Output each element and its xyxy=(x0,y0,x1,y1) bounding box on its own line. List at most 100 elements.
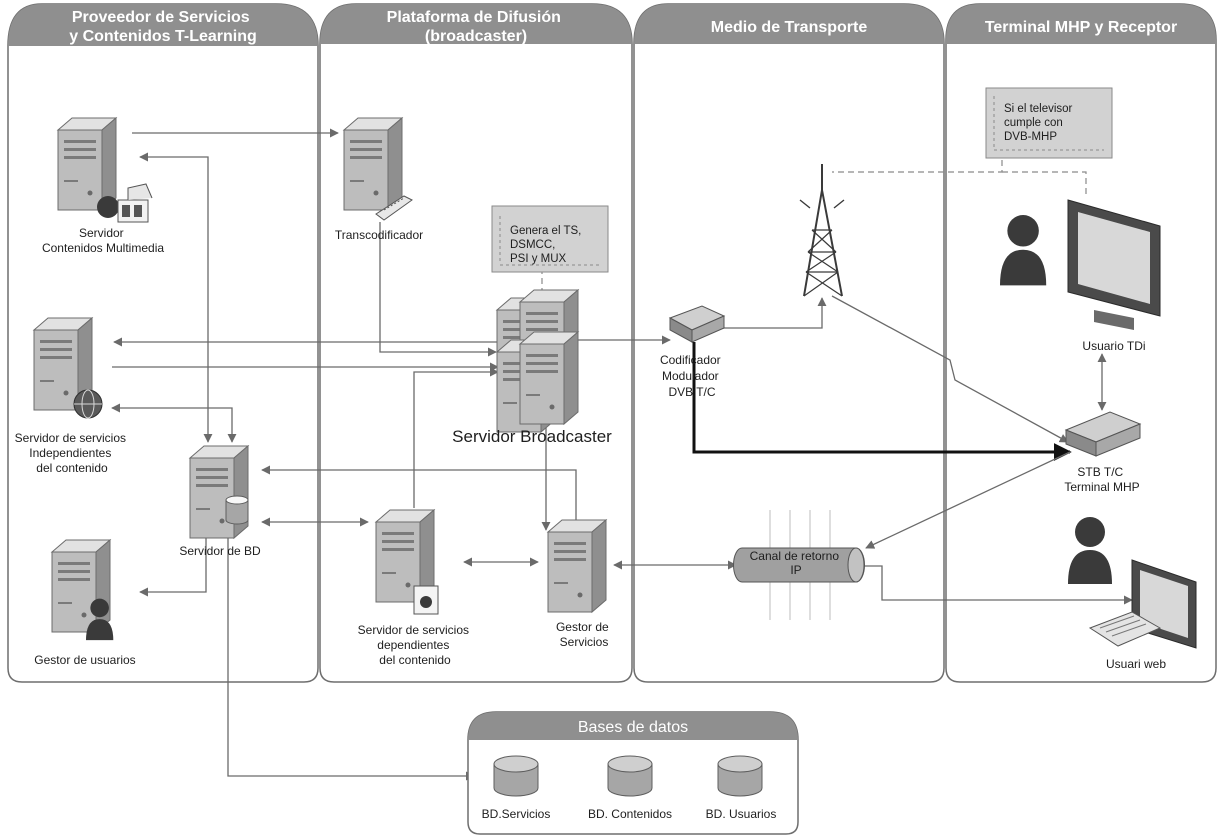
node-gestor-servicios: Gestor de Servicios xyxy=(547,519,612,649)
note-line: PSI y MUX xyxy=(510,253,567,265)
label-line: STB T/C xyxy=(1077,465,1123,479)
node-gestor-usuarios: Gestor de usuarios xyxy=(34,539,136,667)
conn-codificador-antena xyxy=(722,297,827,329)
label-line: del contenido xyxy=(379,653,451,667)
lane-terminal-title-line-1: Terminal MHP y Receptor xyxy=(985,19,1177,36)
set-top-box-icon xyxy=(1064,411,1142,457)
conn-note-televisor-b xyxy=(1002,171,1087,198)
note-line: Si el televisor xyxy=(1004,103,1073,115)
server-icon xyxy=(547,519,607,613)
node-servidor-servicios-dep: Servidor de servicios dependientes del c… xyxy=(358,509,473,667)
node-usuario-web-label: Usuari web xyxy=(1106,657,1166,671)
lane-medio-title-line-1: Medio de Transporte xyxy=(711,19,868,36)
label-line: dependientes xyxy=(377,638,449,652)
node-gestor-usuarios-label: Gestor de usuarios xyxy=(34,653,135,667)
node-transcodificador-label: Transcodificador xyxy=(335,228,423,242)
card-icon xyxy=(375,195,413,221)
label-line: Usuari web xyxy=(1106,657,1166,671)
multimedia-icon xyxy=(97,183,153,223)
conn-indep-bd xyxy=(111,403,237,443)
label-line: Canal de retorno xyxy=(750,549,840,563)
databases-panel: Bases de datos BD.Servicios BD. Contenid… xyxy=(467,711,799,835)
note-televisor-text: Si el televisor cumple con DVB-MHP xyxy=(1004,103,1076,143)
lane-plataforma-title-line-1: Plataforma de Difusión xyxy=(387,9,561,26)
note-line: cumple con xyxy=(1004,117,1063,129)
node-servidor-servicios-indep: Servidor de servicios Independientes del… xyxy=(15,317,130,475)
label-line: Codificador xyxy=(660,353,721,367)
label-line: DVB T/C xyxy=(668,385,715,399)
conn-codificador-stb xyxy=(692,342,1072,461)
conn-dep-broadcaster xyxy=(413,367,499,508)
label-line: Terminal MHP xyxy=(1064,480,1139,494)
lane-medio-title: Medio de Transporte xyxy=(711,19,868,36)
label-line: Servidor de servicios xyxy=(358,623,469,637)
conn-bd-gestor xyxy=(261,465,581,531)
label-line: Servidor xyxy=(79,226,124,240)
label-line: Contenidos Multimedia xyxy=(42,241,164,255)
node-servidor-servicios-indep-label: Servidor de servicios Independientes del… xyxy=(15,431,130,475)
database-icon xyxy=(493,755,539,797)
node-canal-retorno: Canal de retorno IP xyxy=(733,510,865,620)
databases-title: Bases de datos xyxy=(578,719,688,736)
note-line: DVB-MHP xyxy=(1004,131,1057,143)
lane-plataforma-title-line-2: (broadcaster) xyxy=(425,28,527,45)
conn-stb-canal xyxy=(865,451,1071,549)
db-contenidos-label: BD. Contenidos xyxy=(588,807,672,821)
conn-antena-stb xyxy=(831,295,1069,443)
node-stb-label: STB T/C Terminal MHP xyxy=(1064,465,1139,494)
node-transcodificador: Transcodificador xyxy=(335,117,423,242)
label-line: Modulador xyxy=(662,369,719,383)
node-usuario-web: Usuari web xyxy=(1068,517,1197,671)
conn-bd-usuarios xyxy=(139,538,207,597)
node-servidor-bd: Servidor de BD xyxy=(179,445,261,558)
note-televisor: Si el televisor cumple con DVB-MHP xyxy=(985,87,1113,159)
node-servidor-servicios-dep-label: Servidor de servicios dependientes del c… xyxy=(358,623,473,667)
node-usuario-tdi: Usuario TDi xyxy=(1000,199,1161,353)
server-icon xyxy=(343,117,403,211)
node-stb: STB T/C Terminal MHP xyxy=(1064,411,1142,494)
lane-proveedor-title: Proveedor de Servicios y Contenidos T-Le… xyxy=(69,9,257,45)
pipe-icon xyxy=(733,510,865,620)
label-line: Independientes xyxy=(29,446,111,460)
label-line: del contenido xyxy=(36,461,108,475)
label-line: Gestor de xyxy=(556,620,609,634)
note-line: Genera el TS, xyxy=(510,225,581,237)
lane-plataforma-title: Plataforma de Difusión (broadcaster) xyxy=(387,9,566,45)
document-icon xyxy=(413,585,439,615)
label-line: Servidor de servicios xyxy=(15,431,126,445)
note-genera-ts-text: Genera el TS, DSMCC, PSI y MUX xyxy=(510,225,585,265)
db-usuarios-label: BD. Usuarios xyxy=(706,807,777,821)
node-codificador-label: Codificador Modulador DVB T/C xyxy=(660,353,724,399)
modulator-icon xyxy=(668,305,726,343)
lane-medio: Medio de Transporte xyxy=(633,3,945,683)
node-gestor-servicios-label: Gestor de Servicios xyxy=(556,620,612,649)
tv-icon xyxy=(1067,199,1161,330)
note-genera-ts: Genera el TS, DSMCC, PSI y MUX xyxy=(491,205,609,273)
conn-canal-web xyxy=(862,565,1133,605)
label-line: Servidor Broadcaster xyxy=(452,427,612,446)
database-icon xyxy=(607,755,653,797)
antenna-tower-icon xyxy=(799,164,845,297)
label-line: Usuario TDi xyxy=(1082,339,1145,353)
node-servidor-broadcaster: Servidor Broadcaster xyxy=(452,289,612,446)
label-line: Transcodificador xyxy=(335,228,423,242)
label-line: Servicios xyxy=(560,635,609,649)
label-line: Gestor de usuarios xyxy=(34,653,135,667)
node-servidor-contenidos-label: Servidor Contenidos Multimedia xyxy=(42,226,164,255)
node-servidor-bd-label: Servidor de BD xyxy=(179,544,261,558)
note-line: DSMCC, xyxy=(510,239,555,251)
conn-bd-basesdatos xyxy=(223,529,475,781)
lane-proveedor-title-line-2: y Contenidos T-Learning xyxy=(69,28,257,45)
node-servidor-contenidos: Servidor Contenidos Multimedia xyxy=(42,117,164,255)
lane-proveedor-title-line-1: Proveedor de Servicios xyxy=(72,9,250,26)
computer-icon xyxy=(1088,559,1197,649)
node-codificador: Codificador Modulador DVB T/C xyxy=(660,305,726,399)
database-icon xyxy=(717,755,763,797)
server-icon xyxy=(51,539,111,633)
node-usuario-tdi-label: Usuario TDi xyxy=(1082,339,1145,353)
database-icon xyxy=(225,495,249,525)
node-canal-retorno-label: Canal de retorno IP xyxy=(750,549,843,577)
label-line: Servidor de BD xyxy=(179,544,261,558)
node-servidor-broadcaster-label: Servidor Broadcaster xyxy=(452,427,612,446)
